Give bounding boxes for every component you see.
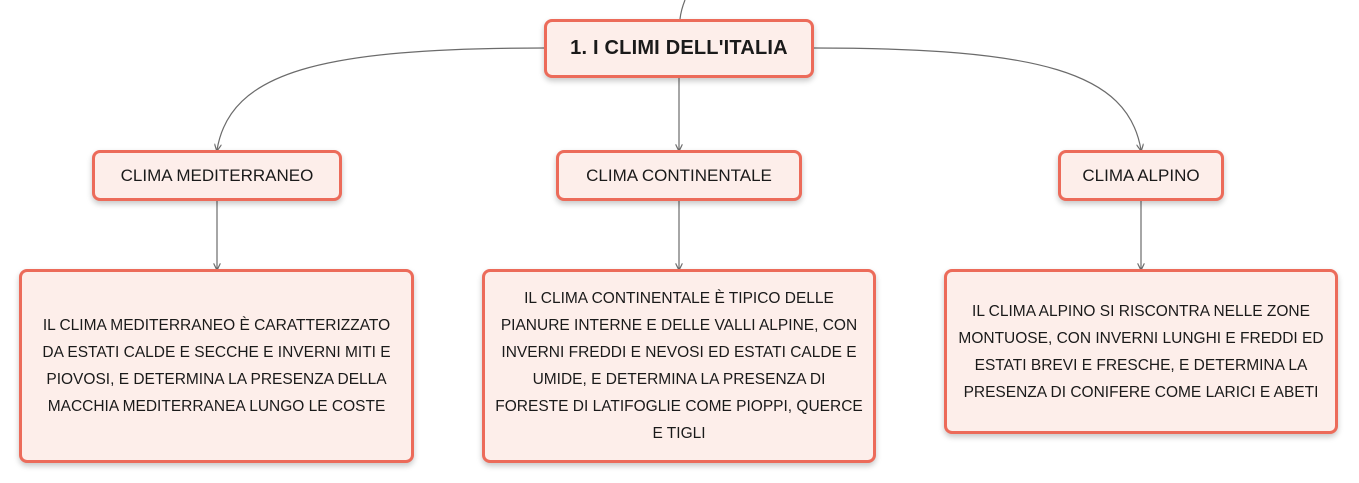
description-text: IL CLIMA ALPINO SI RISCONTRA NELLE ZONE … (958, 302, 1324, 401)
branch-node-label: CLIMA CONTINENTALE (586, 165, 772, 185)
description-node-alpino[interactable]: IL CLIMA ALPINO SI RISCONTRA NELLE ZONE … (944, 269, 1338, 434)
root-node-label: 1. I CLIMI DELL'ITALIA (570, 37, 788, 59)
description-text: IL CLIMA CONTINENTALE È TIPICO DELLE PIA… (495, 290, 863, 442)
connector-root-to-alpino (813, 47, 1141, 150)
description-node-mediterraneo[interactable]: IL CLIMA MEDITERRANEO È CARATTERIZZATO D… (19, 269, 414, 463)
branch-node-alpino[interactable]: CLIMA ALPINO (1058, 150, 1224, 201)
branch-node-mediterraneo[interactable]: CLIMA MEDITERRANEO (92, 150, 342, 201)
connector-root-to-mediterraneo (217, 47, 545, 150)
description-node-continentale[interactable]: IL CLIMA CONTINENTALE È TIPICO DELLE PIA… (482, 269, 876, 463)
branch-node-continentale[interactable]: CLIMA CONTINENTALE (556, 150, 802, 201)
branch-node-label: CLIMA ALPINO (1082, 165, 1200, 185)
description-text: IL CLIMA MEDITERRANEO È CARATTERIZZATO D… (42, 317, 391, 415)
root-node[interactable]: 1. I CLIMI DELL'ITALIA (544, 19, 814, 78)
connector-incoming (679, 0, 686, 20)
branch-node-label: CLIMA MEDITERRANEO (120, 165, 314, 185)
